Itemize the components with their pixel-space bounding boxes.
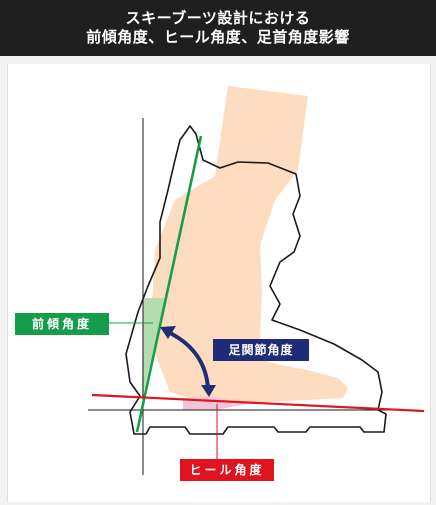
ankle-joint-angle-label: 足関節角度	[213, 339, 309, 361]
ankle-angle-arc	[167, 330, 210, 389]
title-bar: スキーブーツ設計における 前傾角度、ヒール角度、足首角度影響	[0, 0, 436, 56]
heel-angle-label: ヒール角度	[180, 459, 274, 481]
leg-foot-shape	[150, 86, 348, 402]
title-line-1: スキーブーツ設計における	[125, 9, 311, 27]
forward-lean-line	[135, 135, 203, 433]
title-line-2: 前傾角度、ヒール角度、足首角度影響	[86, 28, 350, 46]
forward-lean-angle-label: 前傾角度	[15, 313, 109, 335]
ski-boot-outline	[125, 125, 387, 435]
ankle-arc-arrow-bottom	[201, 385, 216, 397]
heel-line	[91, 393, 425, 413]
ankle-arc-arrow-top	[160, 326, 176, 339]
